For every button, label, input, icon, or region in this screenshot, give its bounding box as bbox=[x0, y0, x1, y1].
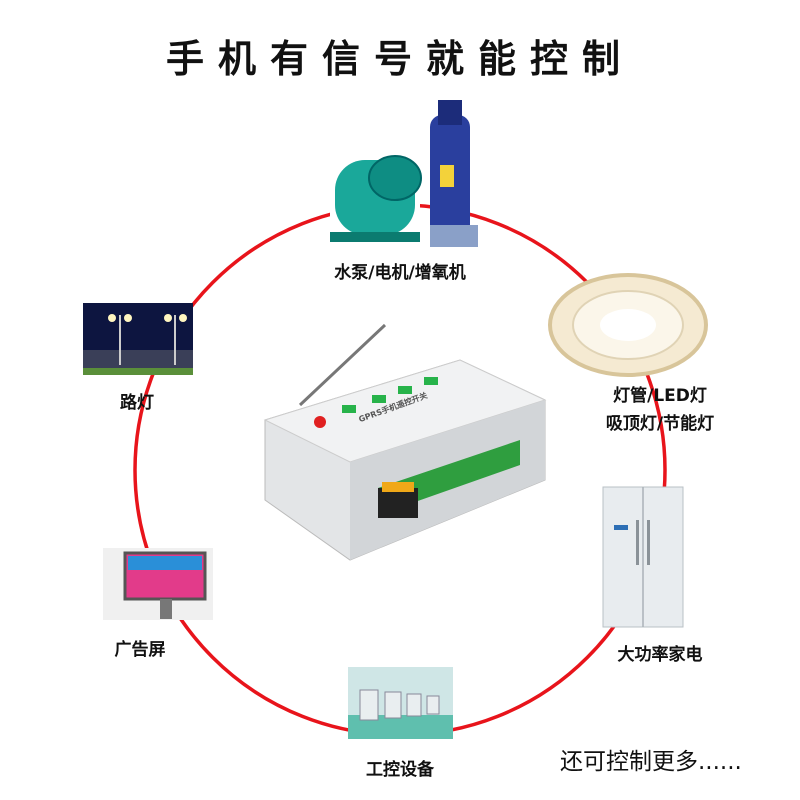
industrial-equipment-image bbox=[348, 667, 453, 739]
refrigerator-image bbox=[602, 486, 684, 628]
ceiling-lamp-image bbox=[548, 273, 708, 377]
label-lamp-line2: 吸顶灯/节能灯 bbox=[605, 414, 715, 434]
label-streetlight: 路灯 bbox=[120, 393, 154, 413]
gprs-controller-image bbox=[263, 323, 547, 561]
label-pump: 水泵/电机/增氧机 bbox=[334, 263, 466, 283]
label-industrial: 工控设备 bbox=[366, 760, 434, 780]
label-billboard: 广告屏 bbox=[114, 640, 166, 660]
water-pump-image bbox=[330, 100, 478, 247]
antenna bbox=[298, 323, 387, 407]
label-appliance: 大功率家电 bbox=[617, 645, 703, 665]
billboard-image bbox=[103, 548, 213, 620]
label-lamp-line1: 灯管/LED灯 bbox=[613, 386, 707, 406]
footer-more-text: 还可控制更多...... bbox=[560, 749, 742, 775]
page-title: 手机有信号就能控制 bbox=[165, 37, 634, 81]
street-light-image bbox=[83, 303, 193, 375]
